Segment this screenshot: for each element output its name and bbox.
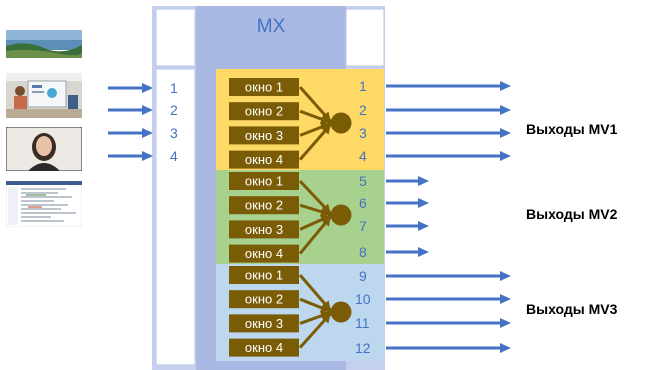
output-group-label: Выходы MV1 xyxy=(526,121,618,137)
window-label: окно 4 xyxy=(245,152,283,167)
output-number: 8 xyxy=(359,244,367,260)
output-arrow-12-head xyxy=(500,343,511,353)
output-arrow-9-head xyxy=(500,271,511,281)
window-label: окно 1 xyxy=(245,80,283,95)
output-group-label: Выходы MV2 xyxy=(526,206,618,222)
output-arrow-5-head xyxy=(418,176,429,186)
input-number: 2 xyxy=(170,102,178,118)
output-arrow-2-head xyxy=(500,105,511,115)
output-number: 5 xyxy=(359,173,367,189)
mx-title: MX xyxy=(196,16,346,38)
output-number: 2 xyxy=(359,102,367,118)
output-arrow-8-head xyxy=(418,247,429,257)
output-number: 9 xyxy=(359,268,367,284)
output-arrow-3-head xyxy=(500,128,511,138)
output-number: 1 xyxy=(359,78,367,94)
input-arrow-4-head xyxy=(142,151,153,161)
window-label: окно 2 xyxy=(245,292,283,307)
input-arrow-2-head xyxy=(142,105,153,115)
window-label: окно 4 xyxy=(245,246,283,261)
output-arrow-1-head xyxy=(500,81,511,91)
output-group-label: Выходы MV3 xyxy=(526,301,618,317)
output-arrow-7-head xyxy=(418,221,429,231)
output-number: 11 xyxy=(355,315,370,331)
output-number: 7 xyxy=(359,218,367,234)
window-label: окно 1 xyxy=(245,174,283,189)
window-label: окно 2 xyxy=(245,104,283,119)
output-number: 3 xyxy=(359,125,367,141)
window-label: окно 2 xyxy=(245,198,283,213)
input-number: 3 xyxy=(170,125,178,141)
window-label: окно 3 xyxy=(245,316,283,331)
input-arrow-1-head xyxy=(142,83,153,93)
mx-top-left-cell xyxy=(156,9,195,66)
output-arrow-11-head xyxy=(500,318,511,328)
window-label: окно 1 xyxy=(245,268,283,283)
output-number: 12 xyxy=(355,340,371,356)
input-arrow-3-head xyxy=(142,128,153,138)
window-label: окно 4 xyxy=(245,340,283,355)
input-number: 1 xyxy=(170,80,178,96)
output-number: 10 xyxy=(355,291,371,307)
output-number: 4 xyxy=(359,148,367,164)
window-label: окно 3 xyxy=(245,222,283,237)
junction-dot xyxy=(331,302,352,323)
mx-top-right-cell xyxy=(346,9,384,66)
output-arrow-6-head xyxy=(418,198,429,208)
output-number: 6 xyxy=(359,195,367,211)
junction-dot xyxy=(331,205,352,226)
output-arrow-10-head xyxy=(500,294,511,304)
input-number: 4 xyxy=(170,148,178,164)
output-arrow-4-head xyxy=(500,151,511,161)
window-label: окно 3 xyxy=(245,128,283,143)
junction-dot xyxy=(331,113,352,134)
